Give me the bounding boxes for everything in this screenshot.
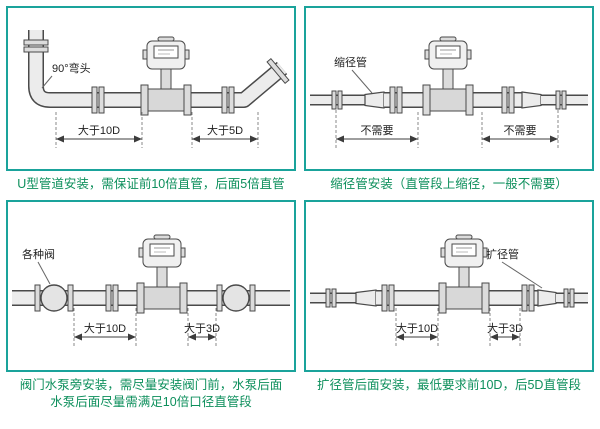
- leader-line: [41, 75, 53, 89]
- expander-taper-left: [355, 288, 377, 307]
- cell-expander: 扩径管 大于10D 大于3D: [304, 199, 594, 416]
- flanges: [331, 86, 567, 114]
- dimension-right: 不需要: [481, 110, 559, 148]
- expander-taper-right: [537, 288, 557, 307]
- flanges: [23, 39, 290, 114]
- dimension-right: 大于3D: [487, 307, 523, 346]
- dimension-right: 大于3D: [184, 307, 220, 346]
- caption-u-type: U型管道安装，需保证前10倍直管，后面5倍直管: [6, 171, 296, 198]
- dim-label-right: 大于3D: [487, 321, 523, 335]
- flanges: [34, 284, 256, 311]
- caption-line: 阀门水泵旁安装，需尽量安装阀门前，水泵后面: [19, 377, 283, 392]
- caption-expander: 扩径管后面安装，最低要求前10D，后5D直管段: [304, 372, 594, 399]
- reducer-taper-left: [364, 91, 385, 109]
- annotation-valve-label: 各种阀: [22, 247, 55, 261]
- pipe: [28, 30, 288, 108]
- cell-reducer: 缩径管 不需要 不需要: [304, 6, 594, 198]
- caption-valve-pump: 阀门水泵旁安装，需尽量安装阀门前，水泵后面 水泵后面尽量需满足10倍口径直管段: [6, 372, 296, 416]
- caption-line: 缩径管安装（直管段上缩径，一般不需要）: [330, 177, 568, 191]
- caption-line: U型管道安装，需保证前10倍直管，后面5倍直管: [17, 177, 285, 191]
- valve: [222, 283, 250, 312]
- reducer-diagram: 缩径管 不需要 不需要: [310, 36, 588, 148]
- dim-label-left: 大于10D: [396, 321, 438, 335]
- cell-valve-pump: 各种阀 大于10D 大于3D: [6, 199, 296, 416]
- dimension-left: 大于10D: [395, 307, 439, 346]
- valve: [40, 283, 68, 312]
- flowmeter: [422, 36, 474, 116]
- annotation-reducer-label: 缩径管: [334, 55, 367, 69]
- annotation-expander-label: 扩径管: [486, 247, 519, 261]
- dim-label-right: 大于5D: [207, 123, 243, 137]
- valve-pump-diagram: 各种阀 大于10D 大于3D: [12, 234, 290, 346]
- leader-line: [501, 261, 543, 288]
- u-type-diagram: 90°弯头 大于10D 大于5D: [23, 30, 290, 148]
- caption-line: 扩径管后面安装，最低要求前10D，后5D直管段: [317, 377, 581, 392]
- dimension-left: 不需要: [335, 110, 419, 148]
- flanges: [325, 284, 575, 311]
- panel-expander: 扩径管 大于10D 大于3D: [304, 199, 594, 372]
- dim-label-left: 大于10D: [84, 321, 126, 335]
- flowmeter: [438, 234, 490, 313]
- expander-diagram: 扩径管 大于10D 大于3D: [310, 234, 588, 346]
- cell-u-type: 90°弯头 大于10D 大于5D: [6, 6, 296, 198]
- dimension-left: 大于10D: [55, 112, 143, 148]
- dim-label-right: 大于3D: [184, 321, 220, 335]
- flowmeter: [140, 36, 192, 116]
- dimension-left: 大于10D: [73, 307, 137, 346]
- panel-valve-pump: 各种阀 大于10D 大于3D: [6, 199, 296, 372]
- dim-label-right: 不需要: [504, 124, 537, 137]
- dimension-right: 大于5D: [191, 112, 259, 148]
- caption-reducer: 缩径管安装（直管段上缩径，一般不需要）: [304, 171, 594, 198]
- flowmeter: [136, 234, 188, 313]
- panel-u-type: 90°弯头 大于10D 大于5D: [6, 6, 296, 171]
- leader-line: [351, 69, 373, 94]
- dim-label-left: 不需要: [361, 124, 394, 137]
- annotation-elbow-label: 90°弯头: [52, 61, 91, 75]
- leader-line: [37, 261, 51, 284]
- caption-line-2: 水泵后面尽量需满足10倍口径直管段: [50, 395, 252, 409]
- reducer-taper-right: [521, 91, 542, 109]
- panel-reducer: 缩径管 不需要 不需要: [304, 6, 594, 171]
- dim-label-left: 大于10D: [78, 123, 120, 137]
